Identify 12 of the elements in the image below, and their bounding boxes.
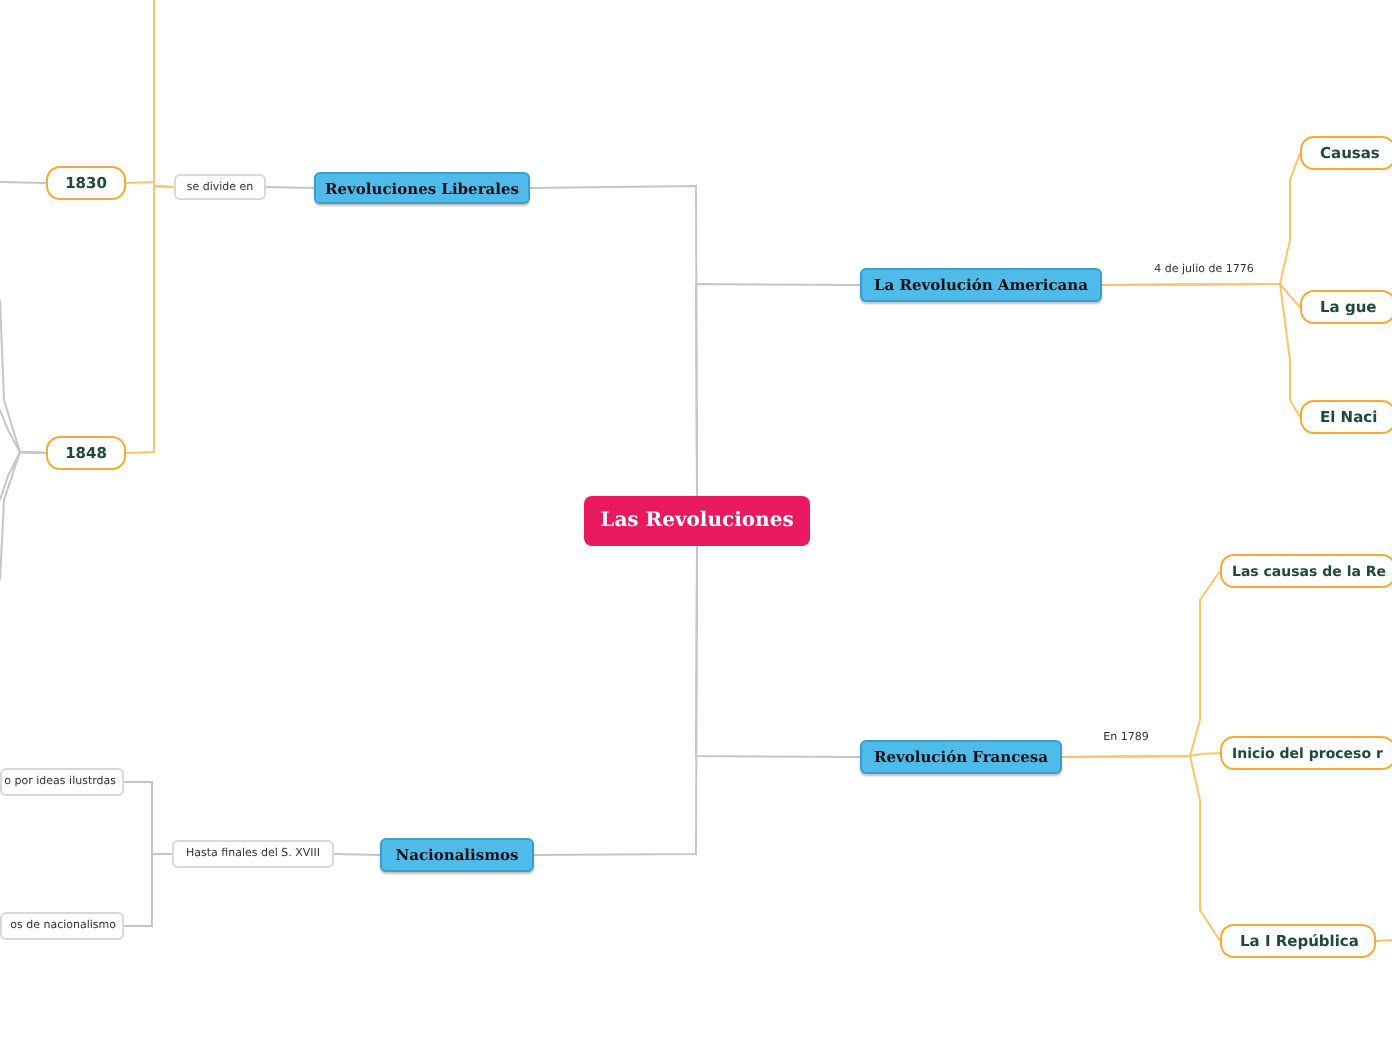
connector-line xyxy=(1061,755,1221,942)
connector-line xyxy=(123,853,173,927)
connector-line xyxy=(1101,283,1301,418)
connector-line xyxy=(0,450,47,581)
connector-line xyxy=(695,283,861,497)
connector-line xyxy=(0,181,47,184)
connector-line xyxy=(333,853,381,856)
connector-line xyxy=(153,0,175,188)
connector-line xyxy=(533,545,698,856)
connector-line xyxy=(1375,939,1392,942)
connector-line xyxy=(265,186,315,189)
central-topic: Las Revoluciones xyxy=(584,496,810,546)
